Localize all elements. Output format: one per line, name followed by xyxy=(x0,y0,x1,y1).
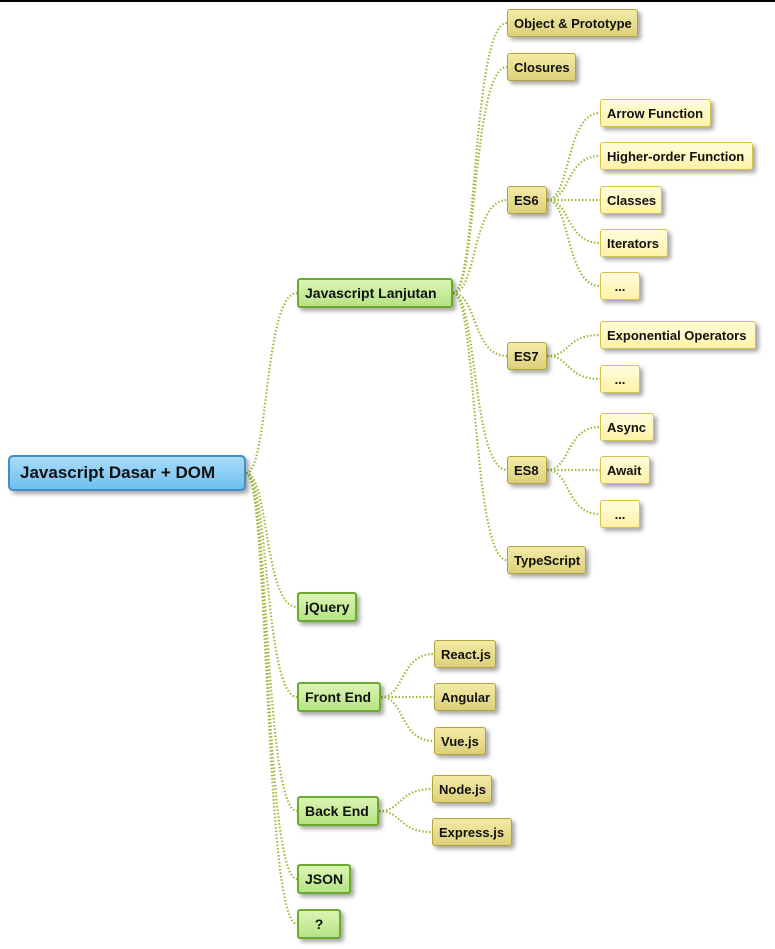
edge-back-end xyxy=(378,809,433,834)
node-back-end[interactable]: Back End xyxy=(297,796,379,826)
node-es7-more[interactable]: ... xyxy=(600,365,640,393)
node-es6[interactable]: ES6 xyxy=(507,186,547,214)
node-es6-more[interactable]: ... xyxy=(600,272,640,300)
edge-root xyxy=(245,471,298,609)
node-angular[interactable]: Angular xyxy=(434,683,496,711)
edge-lanjutan xyxy=(452,291,508,472)
edge-es8 xyxy=(546,468,601,516)
edge-lanjutan xyxy=(452,198,508,295)
edge-lanjutan xyxy=(452,291,508,562)
node-front-end[interactable]: Front End xyxy=(297,682,381,712)
node-exponential-operators[interactable]: Exponential Operators xyxy=(600,321,756,349)
node-question-mark[interactable]: ? xyxy=(297,909,341,939)
edge-es6 xyxy=(546,198,601,245)
edge-root xyxy=(244,471,298,881)
node-object-prototype[interactable]: Object & Prototype xyxy=(507,9,638,37)
node-classes[interactable]: Classes xyxy=(600,186,662,214)
node-es8-more[interactable]: ... xyxy=(600,500,640,528)
node-vue-js[interactable]: Vue.js xyxy=(434,727,486,755)
node-javascript-lanjutan[interactable]: Javascript Lanjutan xyxy=(297,278,453,308)
node-iterators[interactable]: Iterators xyxy=(600,229,668,257)
node-es8[interactable]: ES8 xyxy=(507,456,547,484)
node-react-js[interactable]: React.js xyxy=(434,640,496,668)
edge-lanjutan xyxy=(452,65,508,295)
edge-es6 xyxy=(546,198,601,288)
node-closures[interactable]: Closures xyxy=(507,53,576,81)
edge-lanjutan xyxy=(452,21,508,295)
edge-front-end xyxy=(380,695,435,743)
edge-root xyxy=(245,471,298,699)
node-es7[interactable]: ES7 xyxy=(507,342,547,370)
edge-back-end xyxy=(378,787,433,813)
edge-lanjutan xyxy=(452,291,508,358)
node-json[interactable]: JSON xyxy=(297,864,351,894)
edge-es6 xyxy=(546,111,601,202)
node-higher-order-function[interactable]: Higher-order Function xyxy=(600,142,753,170)
edge-es6 xyxy=(546,154,601,202)
node-jquery[interactable]: jQuery xyxy=(297,592,357,622)
node-javascript-dasar-dom[interactable]: Javascript Dasar + DOM xyxy=(8,455,246,491)
edge-front-end xyxy=(380,652,435,699)
edge-es8 xyxy=(546,425,601,472)
edge-es7 xyxy=(546,354,601,381)
top-border xyxy=(0,0,775,2)
node-arrow-function[interactable]: Arrow Function xyxy=(600,99,711,127)
node-node-js[interactable]: Node.js xyxy=(432,775,492,803)
edge-root xyxy=(245,291,298,475)
node-typescript[interactable]: TypeScript xyxy=(507,546,586,574)
edge-root xyxy=(245,471,298,813)
node-await[interactable]: Await xyxy=(600,456,650,484)
edge-root xyxy=(244,471,298,926)
node-express-js[interactable]: Express.js xyxy=(432,818,512,846)
edge-es7 xyxy=(546,333,601,358)
node-async[interactable]: Async xyxy=(600,413,654,441)
